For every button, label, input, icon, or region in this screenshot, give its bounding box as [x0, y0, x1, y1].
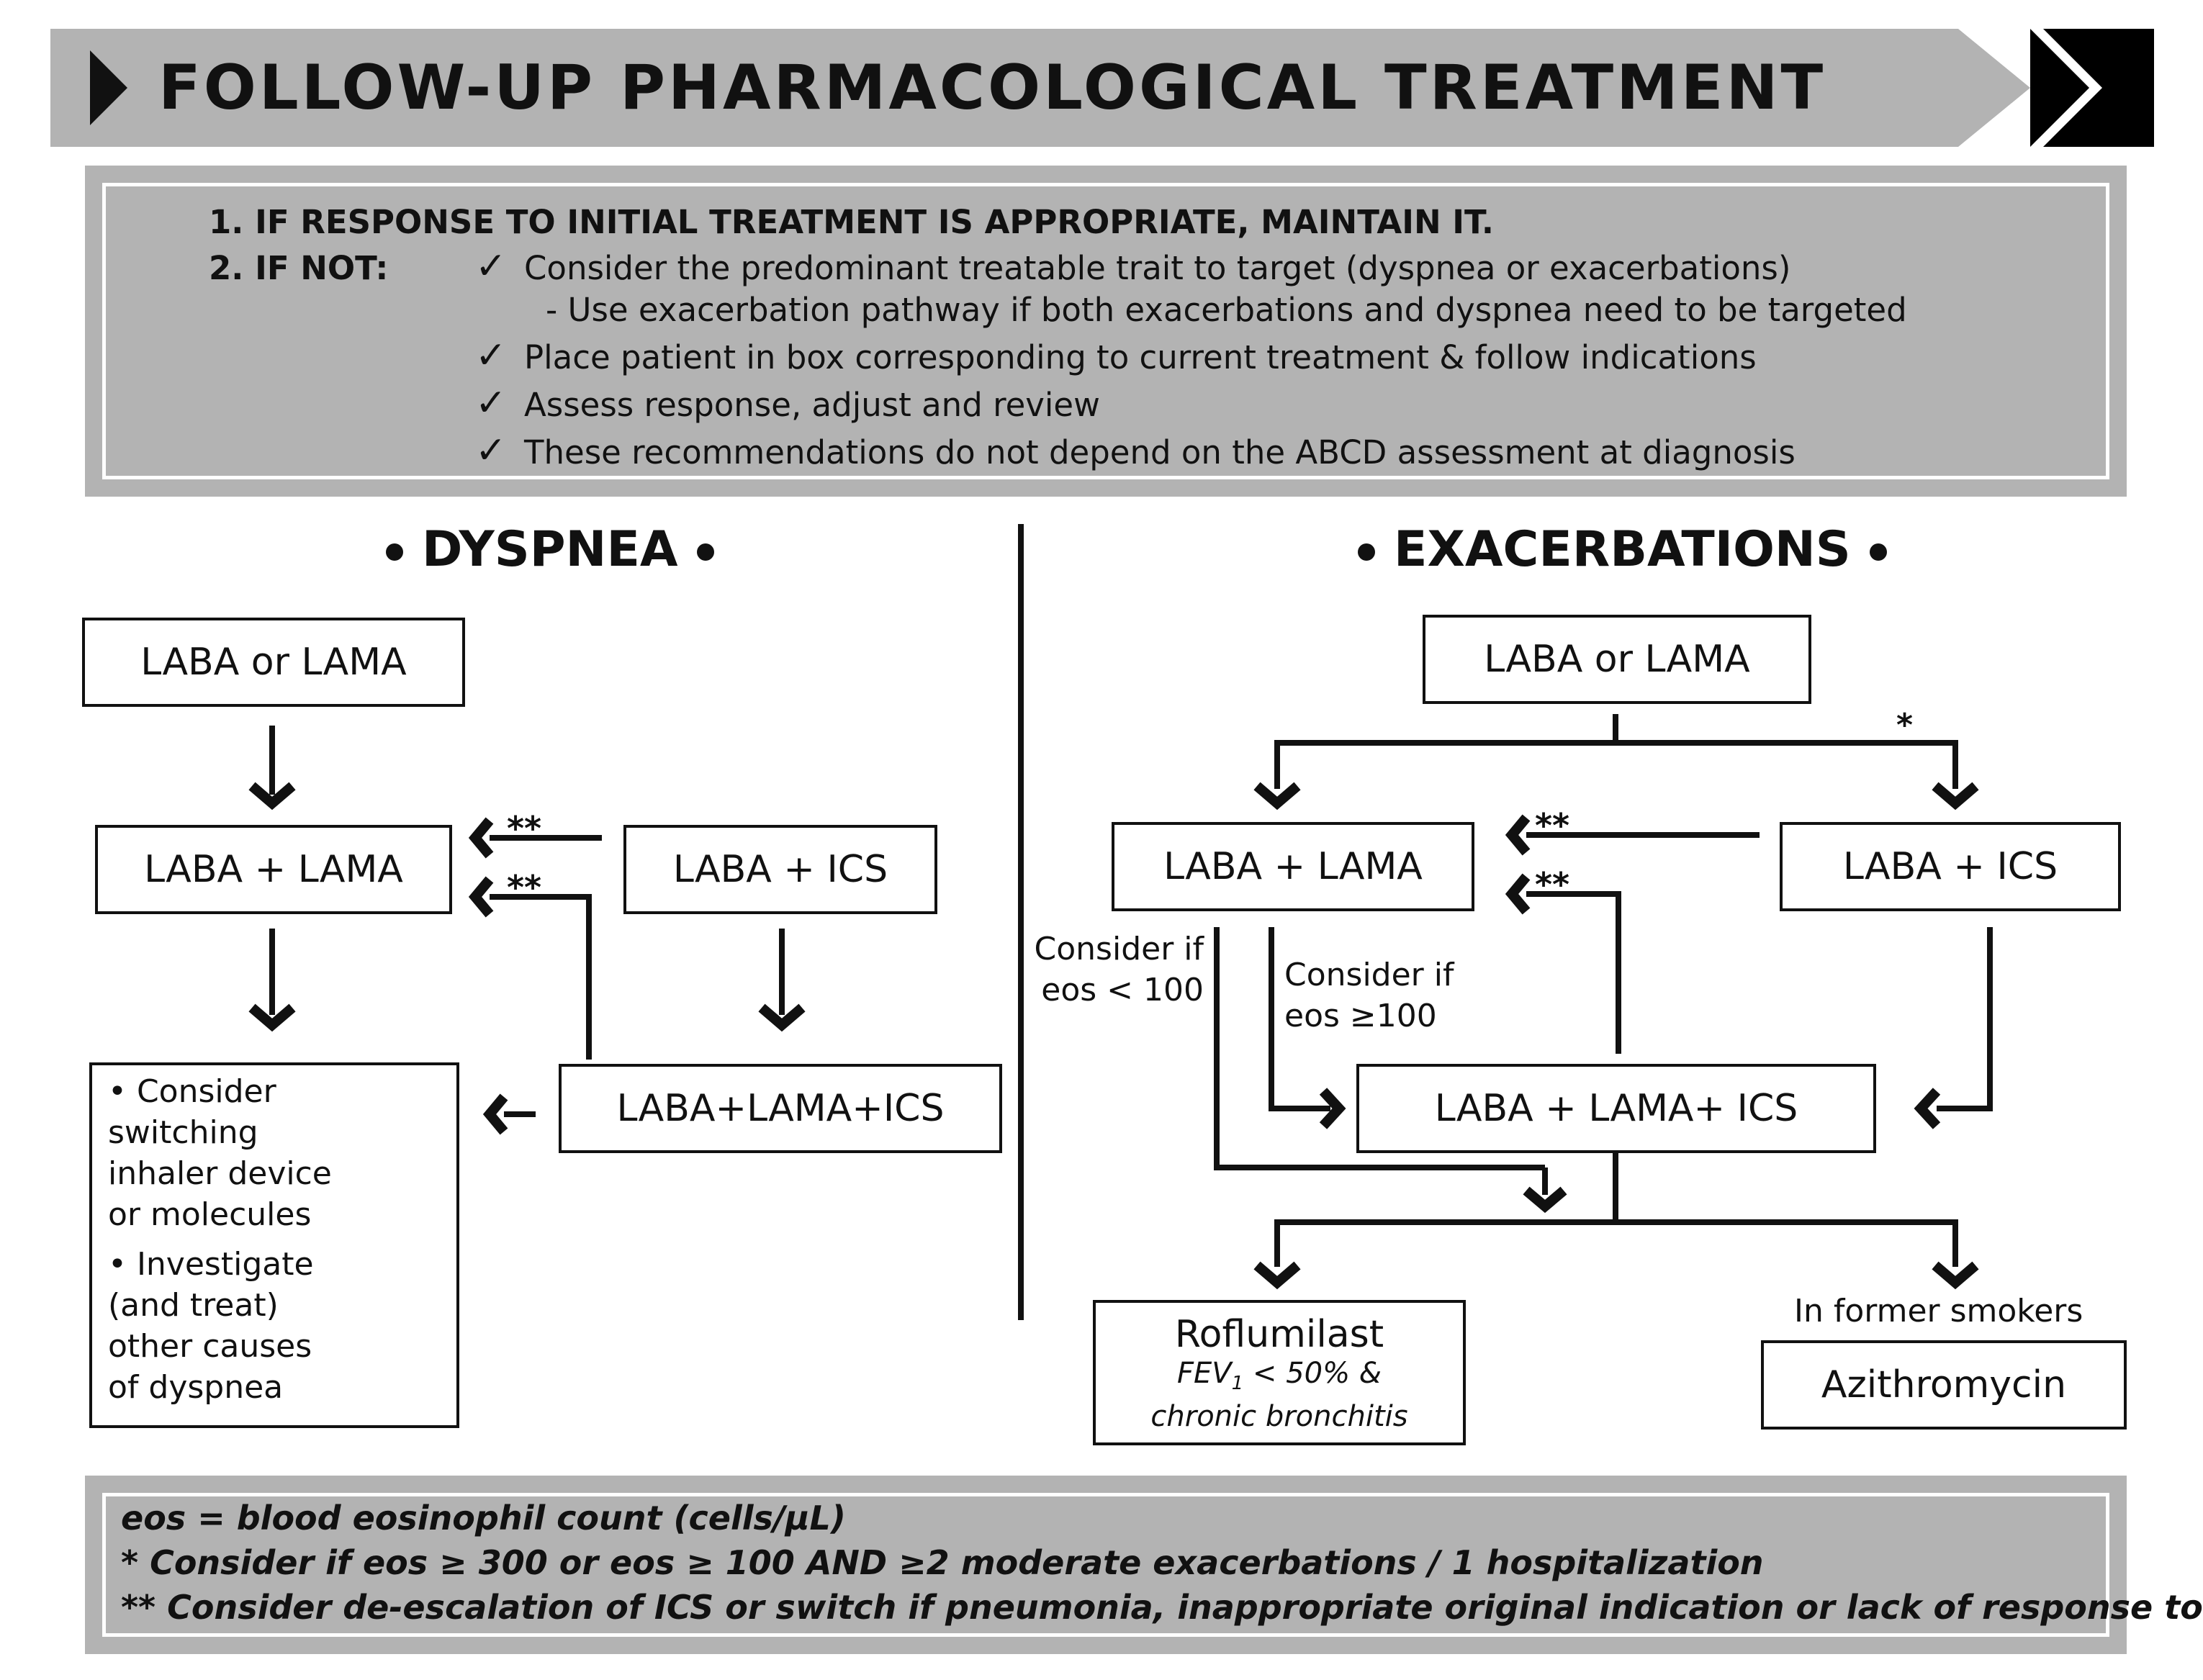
footnote-single-asterisk: * Consider if eos ≥ 300 or eos ≥ 100 AND…: [121, 1543, 1764, 1582]
footnote-double-asterisk: ** Consider de-escalation of ICS or swit…: [121, 1588, 2203, 1627]
exac-laba-or-lama-box: LABA or LAMA: [1423, 615, 1811, 704]
arrow-down-icon: [1523, 1186, 1567, 1214]
bullet-icon: [1869, 543, 1887, 561]
instruction-check-2: Place patient in box corresponding to cu…: [524, 338, 1757, 376]
roflumilast-box: Roflumilast FEV1 < 50% & chronic bronchi…: [1093, 1300, 1466, 1445]
consider-eos-high-note: Consider if eos ≥100: [1284, 957, 1454, 1034]
exac-laba-ics-box: LABA + ICS: [1780, 822, 2121, 911]
arrow-down-icon: [248, 782, 296, 810]
banner-background: [50, 29, 2030, 147]
exac-triple-therapy-box: LABA + LAMA+ ICS: [1356, 1064, 1876, 1153]
arrow-down-icon: [758, 1003, 806, 1032]
arrow-left-icon: [1505, 814, 1531, 856]
arrow-left-icon: [468, 876, 494, 918]
arrow-right-icon: [1319, 1088, 1346, 1129]
arrow-left-icon: [482, 1093, 508, 1135]
instruction-check-1: Consider the predominant treatable trait…: [524, 249, 1791, 287]
dyspnea-triple-therapy-box: LABA+LAMA+ICS: [559, 1064, 1002, 1153]
arrow-left-icon: [1914, 1088, 1941, 1129]
triangle-right-icon: [90, 50, 127, 125]
dyspnea-laba-or-lama-box: LABA or LAMA: [82, 618, 465, 707]
instruction-item-1: 1. IF RESPONSE TO INITIAL TREATMENT IS A…: [209, 203, 1494, 241]
arrow-down-icon: [248, 1003, 296, 1032]
former-smokers-note: In former smokers: [1794, 1293, 2083, 1329]
arrow-left-icon: [1505, 873, 1531, 915]
arrow-down-icon: [1253, 1261, 1301, 1290]
arrow-down-icon: [1253, 782, 1301, 810]
roflumilast-criteria-2: chronic bronchitis: [1150, 1400, 1408, 1433]
double-asterisk-note: **: [507, 868, 542, 907]
consider-eos-low-note: Consider if eos < 100: [1034, 931, 1204, 1008]
exac-laba-lama-box: LABA + LAMA: [1112, 822, 1474, 911]
dyspnea-laba-ics-box: LABA + ICS: [623, 825, 937, 914]
azithromycin-box: Azithromycin: [1761, 1340, 2127, 1430]
instruction-item-2-label: 2. IF NOT:: [209, 249, 389, 287]
bullet-icon: [386, 543, 403, 561]
bullet-icon: [696, 543, 714, 561]
footnotes-box: [85, 1476, 2127, 1654]
instruction-check-3: Assess response, adjust and review: [524, 386, 1100, 424]
dyspnea-laba-lama-box: LABA + LAMA: [95, 825, 452, 914]
bullet-icon: [1358, 543, 1375, 561]
checkmark-icon: ✓: [475, 381, 507, 425]
roflumilast-label: Roflumilast: [1174, 1313, 1384, 1356]
dyspnea-consider-box: [89, 1062, 459, 1428]
checkmark-icon: ✓: [475, 245, 507, 288]
dyspnea-consider-notes: • Consider switching inhaler device or m…: [108, 1073, 332, 1406]
instruction-check-1-sub: - Use exacerbation pathway if both exace…: [546, 291, 1907, 329]
single-asterisk-note: *: [1896, 707, 1914, 744]
chevron-right-icon: [2030, 29, 2154, 147]
arrow-down-icon: [1932, 1261, 1979, 1290]
title-banner: FOLLOW-UP PHARMACOLOGICAL TREATMENT: [50, 29, 2030, 147]
double-asterisk-note: **: [507, 809, 542, 848]
dyspnea-heading: DYSPNEA: [367, 521, 733, 578]
roflumilast-criteria-1: FEV1 < 50% &: [1177, 1357, 1382, 1394]
arrow-left-icon: [468, 817, 494, 859]
checkmark-icon: ✓: [475, 334, 507, 377]
arrow-down-icon: [1932, 782, 1979, 810]
double-asterisk-note: **: [1535, 806, 1570, 845]
footnote-eos-definition: eos = blood eosinophil count (cells/µL): [121, 1499, 846, 1537]
double-asterisk-note: **: [1535, 865, 1570, 904]
checkmark-icon: ✓: [475, 429, 507, 472]
instructions-box: [85, 166, 2127, 497]
instruction-check-4: These recommendations do not depend on t…: [524, 433, 1796, 471]
exacerbations-heading: EXACERBATIONS: [1339, 521, 1906, 578]
page-title: FOLLOW-UP PHARMACOLOGICAL TREATMENT: [158, 52, 1826, 124]
